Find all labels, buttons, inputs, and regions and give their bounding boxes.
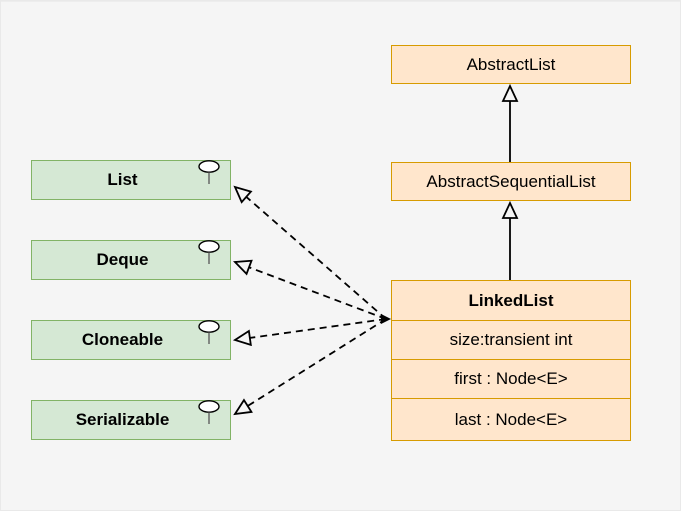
interface-box-deque[interactable]: Deque	[31, 240, 231, 280]
class-name-row: LinkedList	[392, 281, 630, 320]
interface-box-serializable[interactable]: Serializable	[31, 400, 231, 440]
realization-arrow-linkedlist-to-deque[interactable]	[233, 259, 387, 320]
attribute-row: last : Node<E>	[392, 398, 630, 440]
class-box-abstractsequentiallist[interactable]: AbstractSequentialList	[391, 162, 631, 201]
class-name-label: AbstractSequentialList	[426, 171, 596, 191]
interface-box-cloneable[interactable]: Cloneable	[31, 320, 231, 360]
attribute-row: size:transient int	[392, 320, 630, 359]
interface-name-label: Deque	[96, 250, 149, 269]
realization-arrow-linkedlist-to-serializable[interactable]	[233, 318, 387, 416]
interface-name-label: Cloneable	[81, 330, 164, 349]
realization-arrow-linkedlist-to-list[interactable]	[233, 185, 387, 320]
attribute-label: first : Node<E>	[454, 369, 568, 388]
class-name-label: AbstractList	[466, 54, 556, 74]
class-box-abstractlist[interactable]: AbstractList	[391, 45, 631, 84]
lollipop-interface-icon	[198, 160, 220, 184]
connector-source-arrowhead	[381, 314, 391, 324]
lollipop-interface-icon	[198, 400, 220, 424]
interface-name-label: List	[107, 170, 138, 189]
lollipop-interface-icon	[198, 240, 220, 264]
interface-name-label: Serializable	[75, 410, 170, 429]
lollipop-interface-icon	[198, 320, 220, 344]
attribute-label: last : Node<E>	[454, 409, 568, 429]
interface-box-list[interactable]: List	[31, 160, 231, 200]
class-box-linkedlist[interactable]: LinkedList size:transient int first : No…	[391, 280, 631, 441]
realization-arrow-linkedlist-to-cloneable[interactable]	[232, 318, 387, 347]
class-name-label: LinkedList	[468, 290, 554, 310]
attribute-label: size:transient int	[449, 330, 573, 349]
attribute-row: first : Node<E>	[392, 359, 630, 398]
